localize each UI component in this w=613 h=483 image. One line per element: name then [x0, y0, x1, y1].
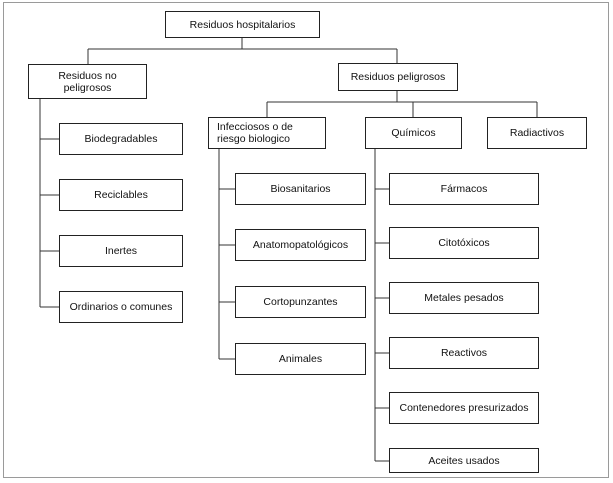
- node-quimicos: Químicos: [365, 117, 462, 149]
- node-no-peligrosos-label: Residuos no peligrosos: [58, 69, 117, 94]
- node-radiactivos-label: Radiactivos: [509, 127, 565, 139]
- node-ordinarios: Ordinarios o comunes: [59, 291, 183, 323]
- node-inertes-label: Inertes: [104, 245, 138, 257]
- node-infecciosos-label: Infecciosos o de riesgo biologico: [217, 121, 293, 145]
- node-contenedores-presurizados: Contenedores presurizados: [389, 392, 539, 424]
- node-reactivos-label: Reactivos: [440, 347, 488, 359]
- node-biosanitarios-label: Biosanitarios: [270, 183, 331, 195]
- node-inertes: Inertes: [59, 235, 183, 267]
- node-biodegradables-label: Biodegradables: [84, 133, 158, 145]
- node-cortopunzantes-label: Cortopunzantes: [263, 296, 338, 308]
- node-reciclables-label: Reciclables: [94, 189, 148, 201]
- node-farmacos: Fármacos: [389, 173, 539, 205]
- node-animales: Animales: [235, 343, 366, 375]
- node-peligrosos-label: Residuos peligrosos: [350, 71, 446, 83]
- node-biosanitarios: Biosanitarios: [235, 173, 366, 205]
- node-root-label: Residuos hospitalarios: [189, 18, 296, 31]
- node-anatomopatologicos-label: Anatomopatológicos: [252, 239, 349, 251]
- node-anatomopatologicos: Anatomopatológicos: [235, 229, 366, 261]
- node-citotoxicos: Citotóxicos: [389, 227, 539, 259]
- node-radiactivos: Radiactivos: [487, 117, 587, 149]
- node-farmacos-label: Fármacos: [440, 183, 488, 195]
- node-quimicos-label: Químicos: [391, 127, 436, 139]
- node-reciclables: Reciclables: [59, 179, 183, 211]
- node-ordinarios-label: Ordinarios o comunes: [69, 301, 173, 313]
- node-metales-pesados: Metales pesados: [389, 282, 539, 314]
- node-no-peligrosos: Residuos no peligrosos: [28, 64, 147, 99]
- node-biodegradables: Biodegradables: [59, 123, 183, 155]
- node-aceites-usados: Aceites usados: [389, 448, 539, 473]
- node-infecciosos: Infecciosos o de riesgo biologico: [208, 117, 326, 149]
- node-citotoxicos-label: Citotóxicos: [438, 237, 490, 249]
- node-aceites-usados-label: Aceites usados: [428, 454, 500, 467]
- node-animales-label: Animales: [278, 353, 323, 365]
- node-peligrosos: Residuos peligrosos: [338, 63, 458, 91]
- node-reactivos: Reactivos: [389, 337, 539, 369]
- node-metales-pesados-label: Metales pesados: [424, 292, 504, 304]
- node-contenedores-presurizados-label: Contenedores presurizados: [399, 402, 529, 414]
- node-root: Residuos hospitalarios: [165, 11, 320, 38]
- node-cortopunzantes: Cortopunzantes: [235, 286, 366, 318]
